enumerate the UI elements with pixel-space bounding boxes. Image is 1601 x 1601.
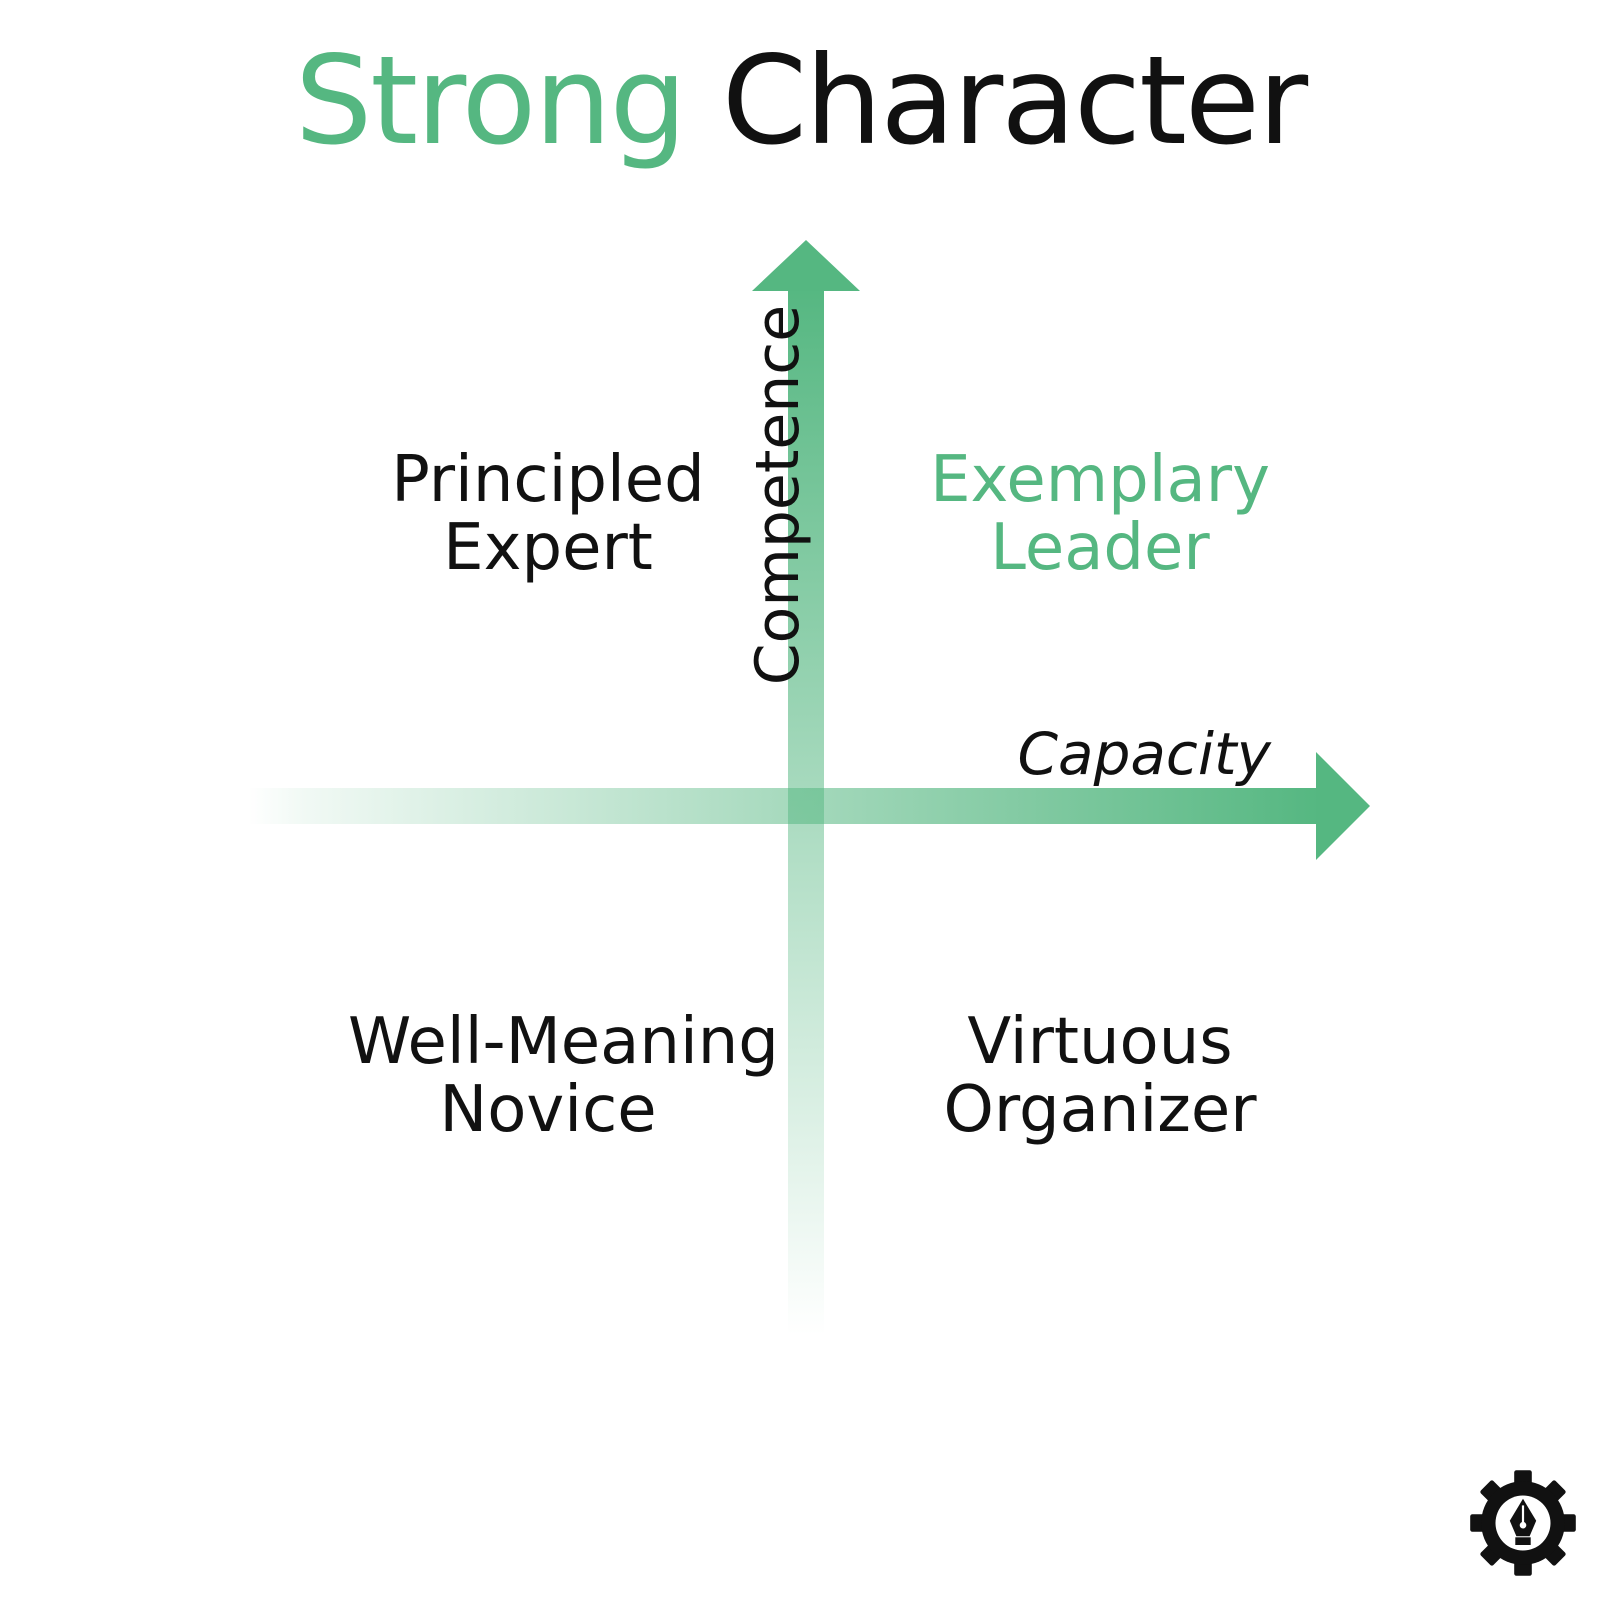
quadrant-label-line: Exemplary	[930, 443, 1270, 517]
quadrant-label-line: Novice	[439, 1073, 657, 1147]
quadrant-label-line: Expert	[443, 511, 653, 585]
horizontal-axis-arrow	[248, 752, 1370, 860]
quadrant-bottom-left: Well-Meaning Novice	[348, 1005, 779, 1147]
page-title: Strong Character	[0, 28, 1601, 174]
title-accent-word: Strong	[294, 30, 687, 172]
axis-label-competence: Competence	[743, 304, 813, 686]
quadrant-top-left: Principled Expert	[348, 446, 748, 582]
quadrant-label-line: Virtuous	[967, 1005, 1233, 1079]
quadrant-top-right: Exemplary Leader	[900, 446, 1300, 582]
title-rest-word: Character	[721, 30, 1308, 172]
quadrant-label-line: Well-Meaning	[348, 1005, 779, 1079]
quadrant-label-line: Leader	[990, 511, 1210, 585]
quadrant-label-line: Principled	[391, 443, 705, 517]
quadrant-bottom-right: Virtuous Organizer	[900, 1008, 1300, 1144]
gear-pen-nib-icon	[1470, 1470, 1576, 1576]
axis-label-capacity: Capacity	[1017, 720, 1271, 788]
quadrant-label-line: Organizer	[943, 1073, 1257, 1147]
